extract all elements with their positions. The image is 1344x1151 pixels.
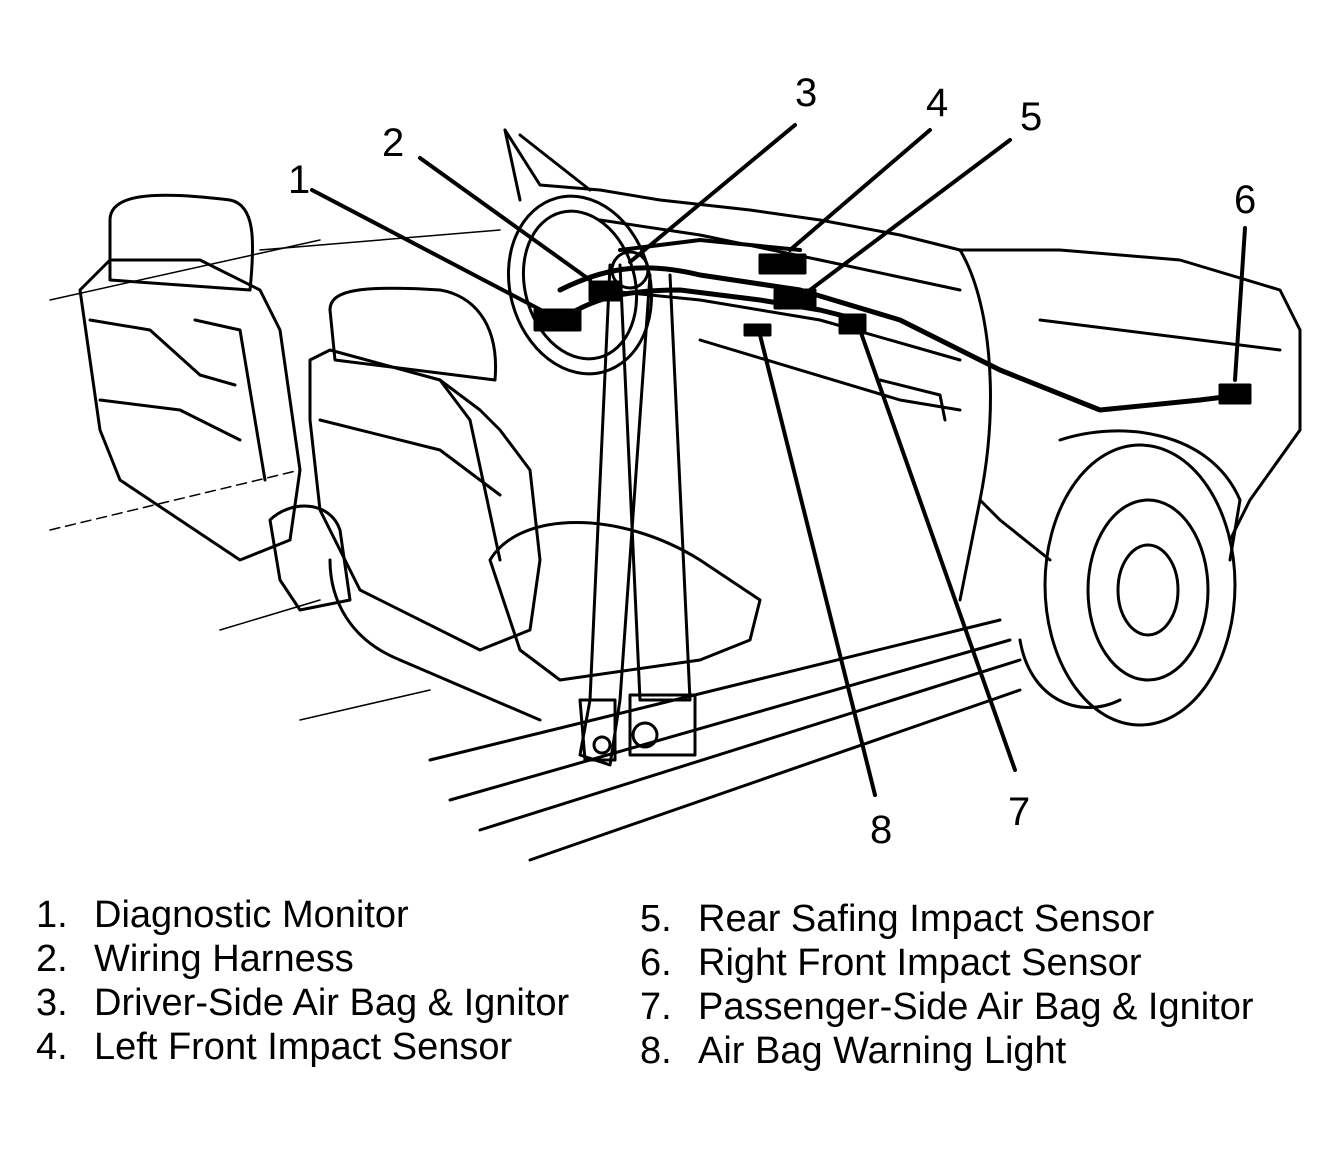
legend-item: 6. Right Front Impact Sensor (640, 941, 1254, 985)
legend-number: 1. (36, 894, 68, 936)
callout-5: 5 (1020, 95, 1043, 139)
legend-label: Rear Safing Impact Sensor (698, 898, 1155, 940)
legend-left-column: 1. Diagnostic Monitor 2. Wiring Harness 3.… (36, 893, 569, 1069)
callout-2: 2 (382, 121, 405, 165)
legend-label: Air Bag Warning Light (698, 1030, 1067, 1072)
callout-7: 7 (1008, 790, 1031, 834)
callout-6: 6 (1234, 178, 1257, 222)
callout-3: 3 (795, 71, 818, 115)
legend-label: Right Front Impact Sensor (698, 942, 1142, 984)
legend-number: 5. (640, 898, 672, 940)
legend-label: Driver-Side Air Bag & Ignitor (94, 982, 570, 1024)
legend-item: 2. Wiring Harness (36, 937, 569, 981)
legend-number: 7. (640, 986, 672, 1028)
callout-1: 1 (288, 158, 311, 202)
legend-item: 7. Passenger-Side Air Bag & Ignitor (640, 985, 1254, 1029)
legend-label: Diagnostic Monitor (94, 894, 409, 936)
legend-item: 3. Driver-Side Air Bag & Ignitor (36, 981, 569, 1025)
legend-label: Passenger-Side Air Bag & Ignitor (698, 986, 1254, 1028)
legend-item: 4. Left Front Impact Sensor (36, 1025, 569, 1069)
legend-label: Left Front Impact Sensor (94, 1026, 513, 1068)
callout-4: 4 (926, 81, 949, 125)
legend-number: 4. (36, 1026, 68, 1068)
legend-number: 8. (640, 1030, 672, 1072)
car-interior-illustration (49, 123, 1302, 862)
legend-number: 6. (640, 942, 672, 984)
callout-8: 8 (870, 808, 893, 852)
legend-label: Wiring Harness (94, 938, 354, 980)
legend-item: 5. Rear Safing Impact Sensor (640, 897, 1254, 941)
legend-number: 3. (36, 982, 68, 1024)
legend-right-column: 5. Rear Safing Impact Sensor 6. Right Fron… (640, 897, 1254, 1073)
legend-number: 2. (36, 938, 68, 980)
legend-item: 1. Diagnostic Monitor (36, 893, 569, 937)
legend-item: 8. Air Bag Warning Light (640, 1029, 1254, 1073)
